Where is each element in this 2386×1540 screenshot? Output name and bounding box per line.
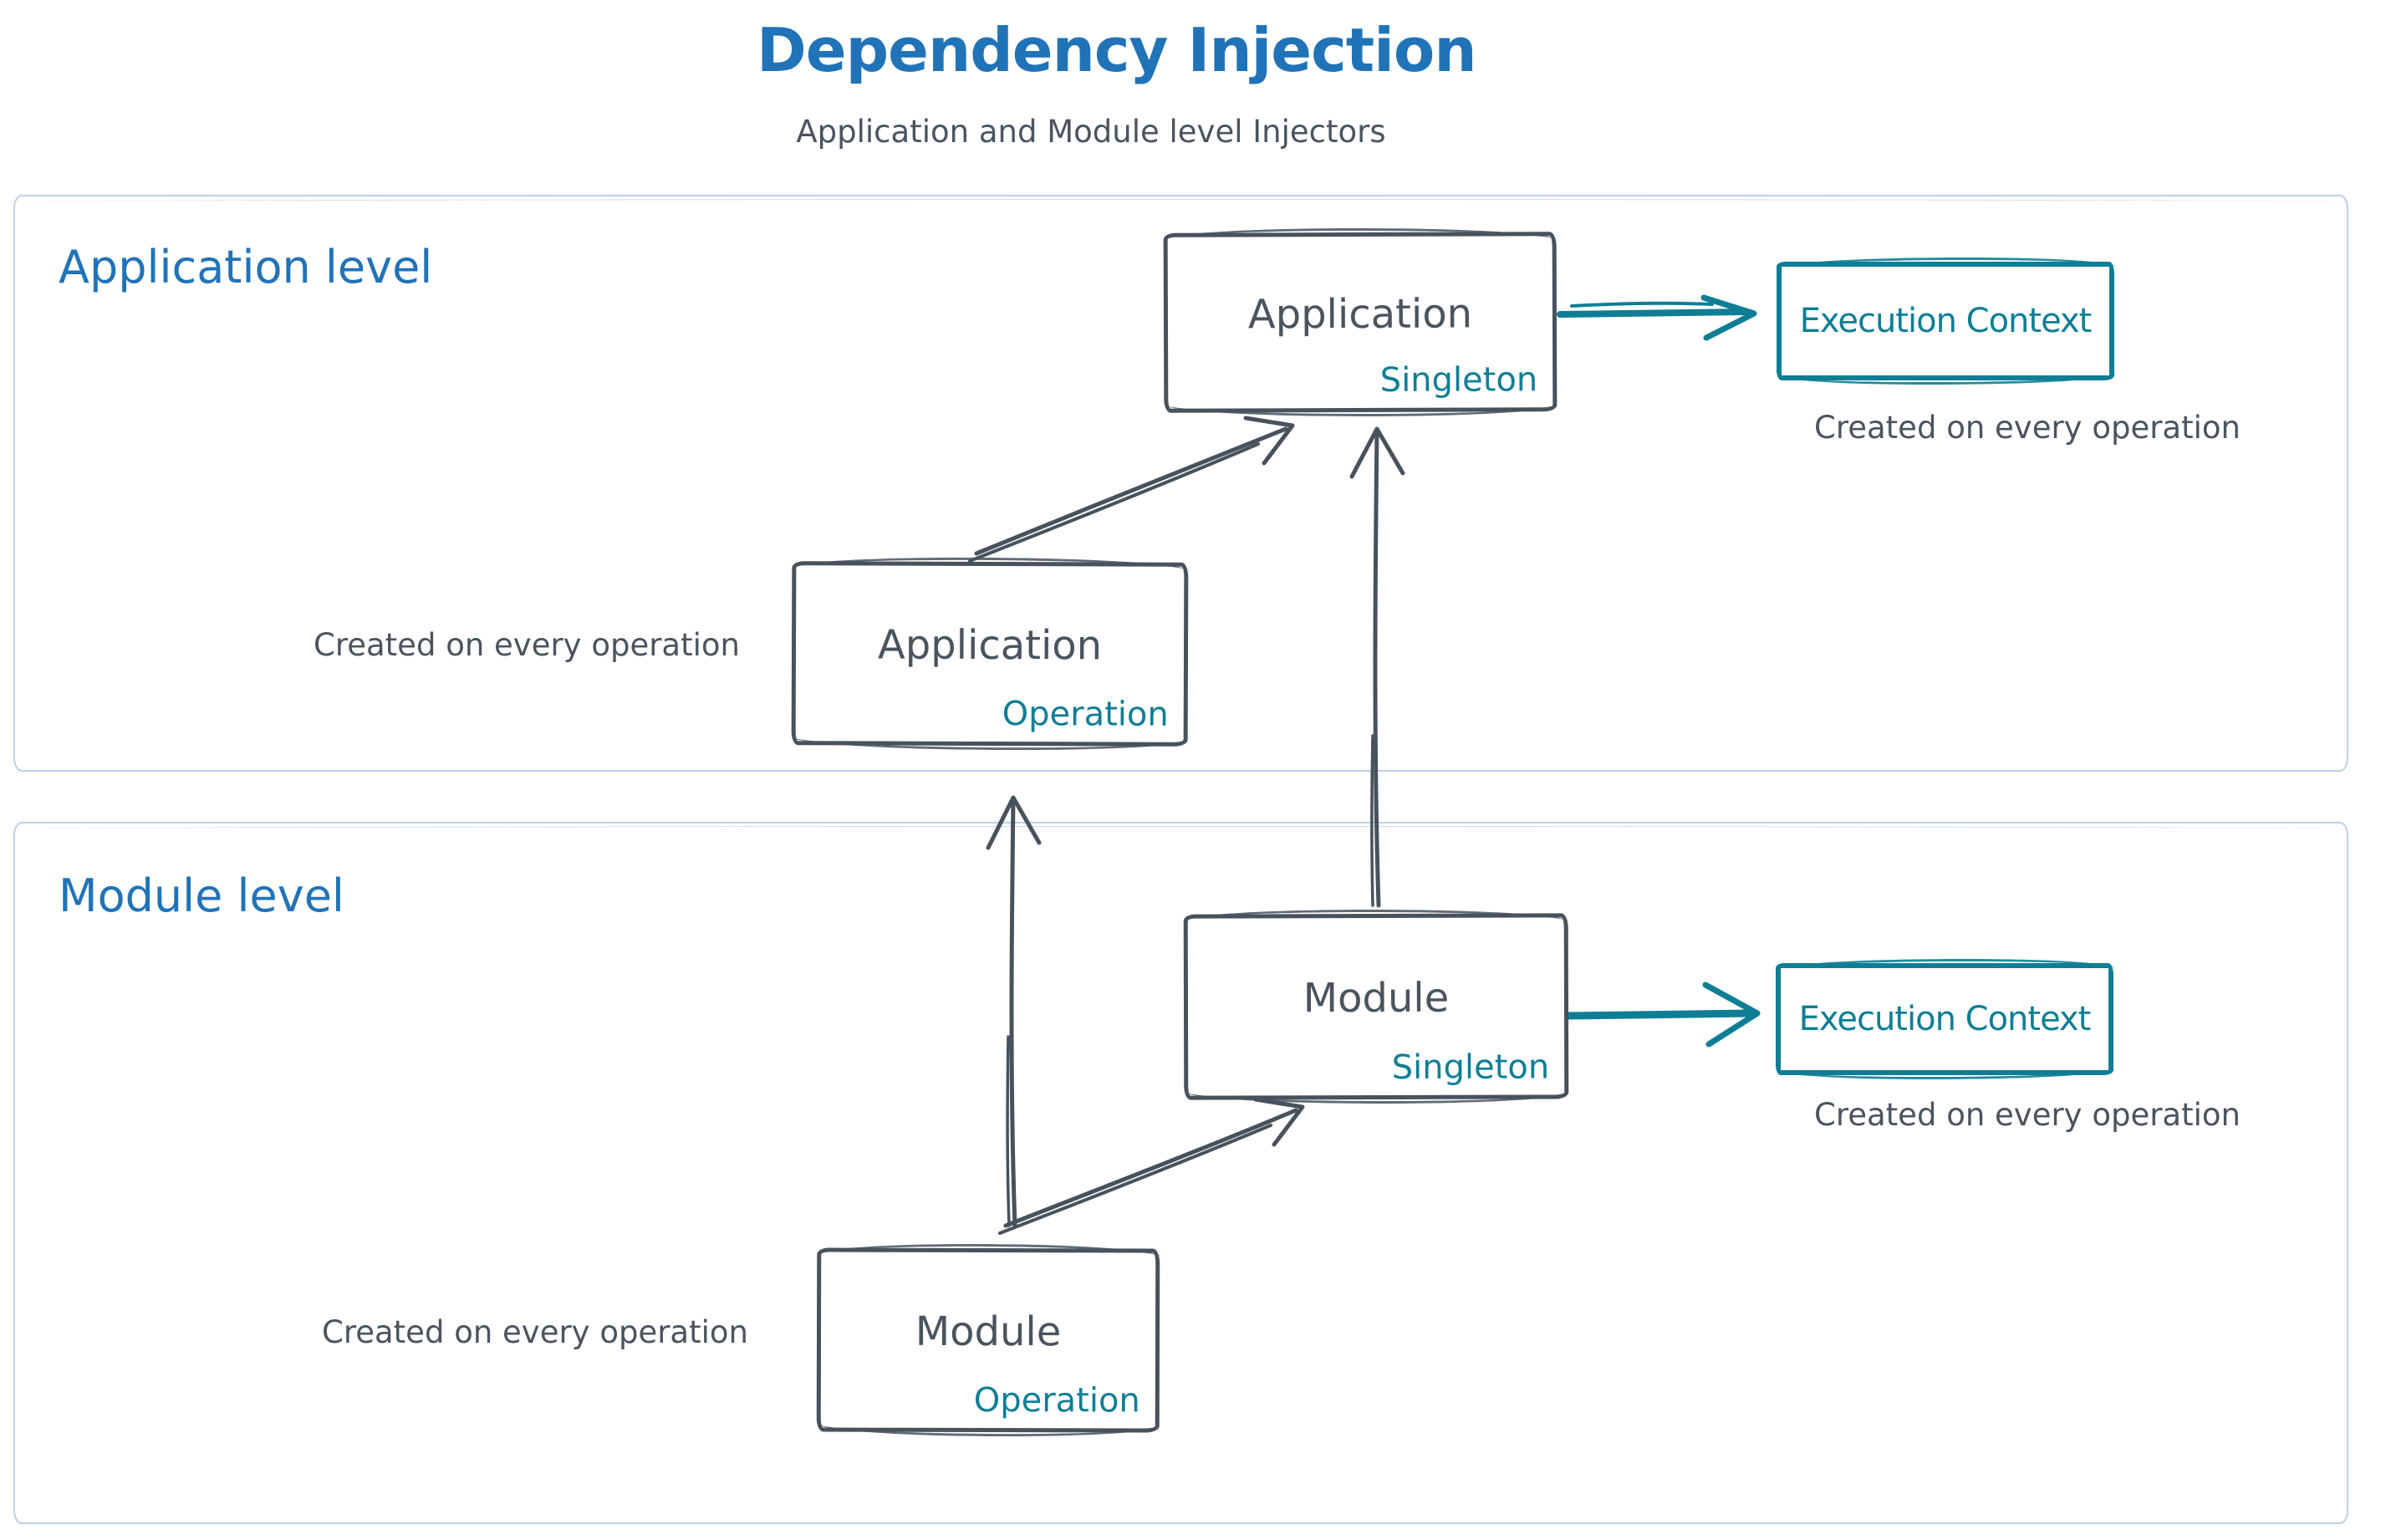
- module-operation-title: Module: [915, 1308, 1062, 1356]
- note-module-operation: Created on every operation: [322, 1314, 748, 1350]
- app-singleton-scope: Singleton: [1379, 360, 1538, 400]
- app-singleton-title: Application: [1247, 289, 1473, 338]
- module-singleton-title: Module: [1303, 974, 1450, 1022]
- execution-context-label: Execution Context: [1798, 1000, 2092, 1038]
- page-title: Dependency Injection: [757, 15, 1477, 85]
- module-singleton-scope: Singleton: [1391, 1048, 1550, 1087]
- module-level-label: Module level: [59, 869, 344, 922]
- module-singleton-box: Module Singleton: [1183, 913, 1569, 1100]
- app-operation-scope: Operation: [1002, 695, 1169, 734]
- execution-context-box-application: Execution Context: [1777, 262, 2114, 380]
- app-operation-title: Application: [877, 621, 1103, 670]
- execution-context-box-module: Execution Context: [1776, 963, 2113, 1075]
- application-level-section: [13, 195, 2350, 772]
- app-operation-box: Application Operation: [791, 561, 1189, 747]
- module-level-section: [13, 822, 2350, 1524]
- module-operation-scope: Operation: [973, 1380, 1140, 1420]
- module-operation-box: Module Operation: [816, 1247, 1160, 1433]
- note-app-operation: Created on every operation: [314, 627, 740, 663]
- execution-context-label: Execution Context: [1799, 302, 2093, 340]
- note-exec-top: Created on every operation: [1814, 410, 2241, 446]
- app-singleton-box: Application Singleton: [1163, 232, 1558, 413]
- application-level-label: Application level: [59, 241, 433, 293]
- note-exec-bottom: Created on every operation: [1814, 1097, 2241, 1133]
- page-subtitle: Application and Module level Injectors: [796, 114, 1386, 150]
